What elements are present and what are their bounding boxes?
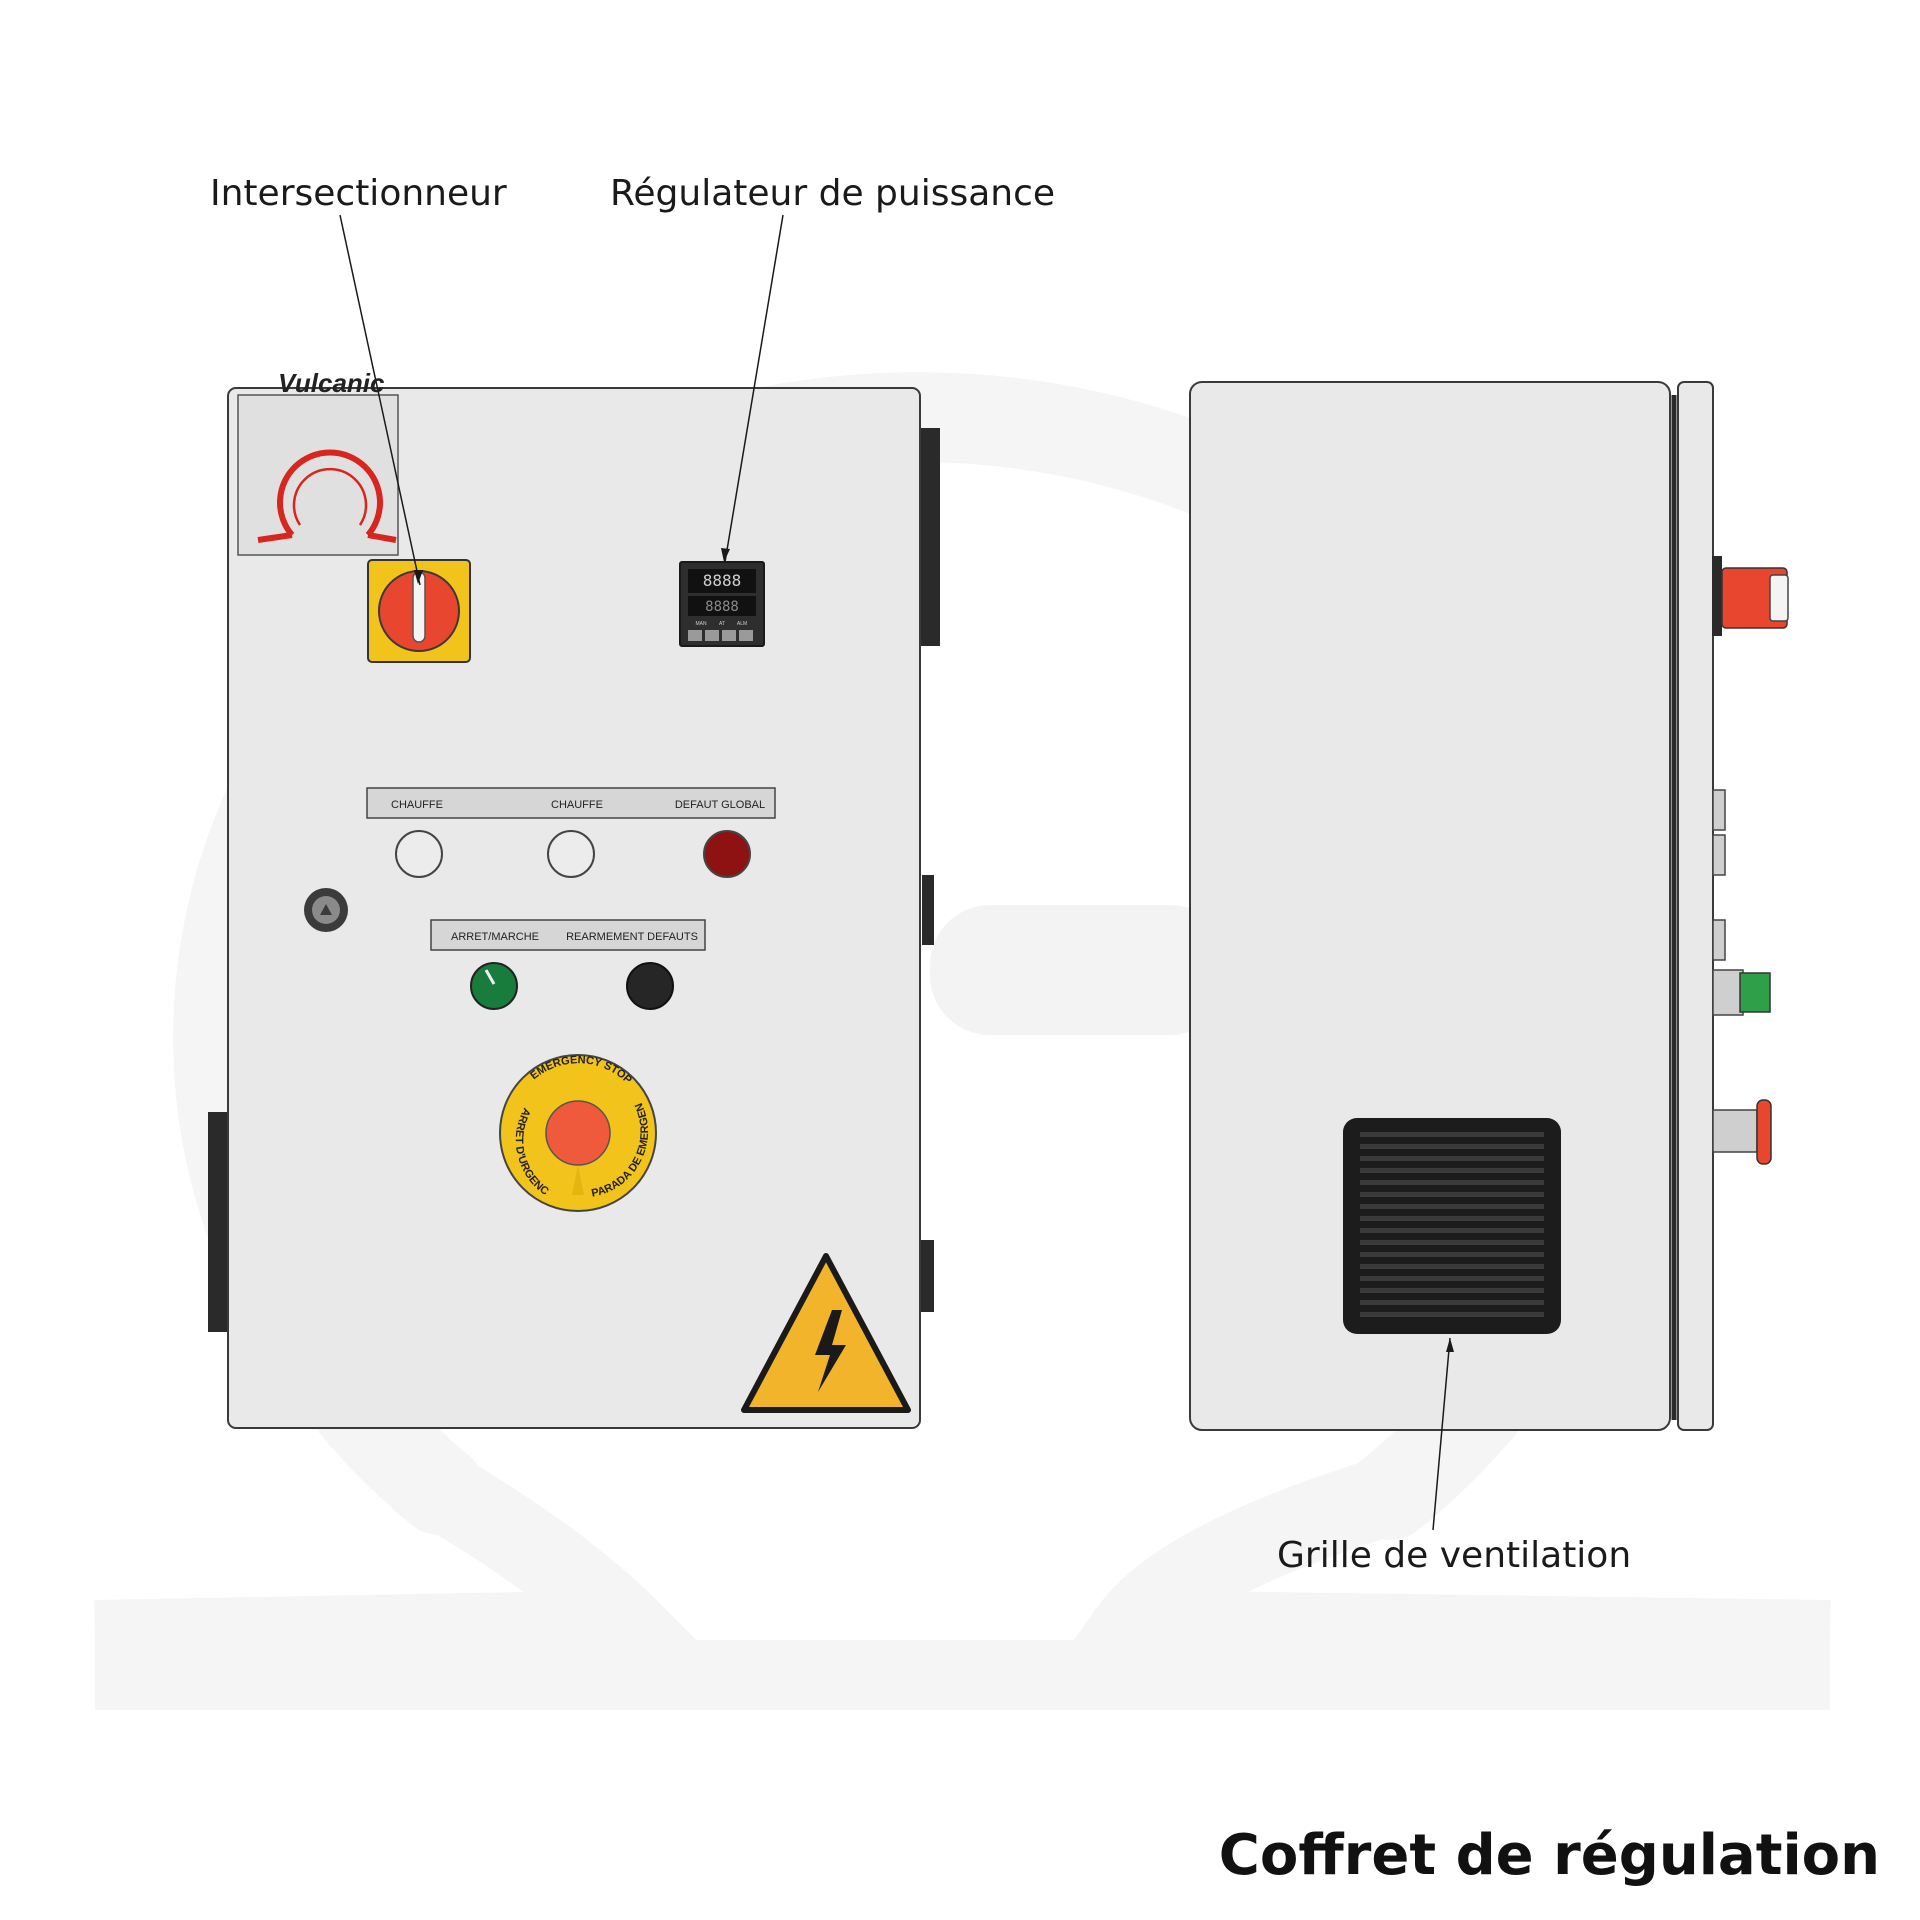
side-estop-button[interactable] xyxy=(1756,1099,1772,1165)
grille-slat xyxy=(1360,1132,1544,1137)
hinge-bottom xyxy=(920,1240,934,1312)
logo-text: Vulcanic xyxy=(278,368,385,398)
leader-lines xyxy=(339,214,1454,1531)
controller-key[interactable] xyxy=(739,630,753,641)
grille-slat xyxy=(1360,1264,1544,1269)
emergency-stop-button[interactable] xyxy=(545,1100,611,1166)
indicator-lamp-heat-2 xyxy=(547,830,595,878)
callout-vent-grille: Grille de ventilation xyxy=(1277,1535,1632,1576)
grille-slat xyxy=(1360,1300,1544,1305)
indicator-lamp-heat-1 xyxy=(395,830,443,878)
grille-slat xyxy=(1360,1252,1544,1257)
controller-display-bottom xyxy=(688,596,756,616)
leader-line-disconnector xyxy=(339,214,421,586)
disconnector-switch[interactable] xyxy=(367,559,471,663)
grille-slat xyxy=(1360,1156,1544,1161)
on-off-button[interactable] xyxy=(470,962,518,1010)
power-regulator[interactable] xyxy=(679,561,765,647)
controller-display-top-text: 8888 xyxy=(703,571,742,590)
left-small-button[interactable] xyxy=(304,888,348,932)
side-door-edge xyxy=(1677,381,1714,1431)
grille-slat xyxy=(1360,1228,1544,1233)
side-estop-base xyxy=(1712,1109,1758,1153)
indicator-label-heat-2: CHAUFFE xyxy=(551,799,603,811)
indicator-label-fault: DEFAUT GLOBAL xyxy=(675,799,765,811)
side-button-base xyxy=(1712,969,1744,1016)
grille-slat xyxy=(1360,1240,1544,1245)
grille-slat xyxy=(1360,1216,1544,1221)
side-disconnector-base xyxy=(1712,556,1722,636)
controller-key-label-at: AT xyxy=(719,621,725,627)
controller-key[interactable] xyxy=(688,630,702,641)
high-voltage-warning-icon xyxy=(741,1253,911,1413)
controller-key-label-alm: ALM xyxy=(737,621,747,627)
emergency-stop[interactable] xyxy=(499,1054,657,1212)
leader-line-grille xyxy=(1432,1337,1451,1531)
hinge-middle xyxy=(922,875,934,945)
controller-key-label-man: MAN xyxy=(695,621,707,627)
door-latch[interactable] xyxy=(208,1112,230,1332)
grille-slat xyxy=(1360,1192,1544,1197)
controller-key[interactable] xyxy=(722,630,736,641)
indicator-label-heat-1: CHAUFFE xyxy=(391,799,443,811)
page-title: Coffret de régulation xyxy=(1218,1823,1880,1888)
grille-slat xyxy=(1360,1288,1544,1293)
leader-line-regulator xyxy=(724,214,784,563)
callout-disconnector: Intersectionneur xyxy=(210,173,507,214)
fault-reset-button[interactable] xyxy=(626,962,674,1010)
controller-key[interactable] xyxy=(705,630,719,641)
ventilation-grille xyxy=(1343,1118,1561,1334)
grille-slat xyxy=(1360,1180,1544,1185)
controller-display-bottom-text: 8888 xyxy=(705,599,739,615)
side-indicator-lamp xyxy=(1712,919,1726,961)
grille-slat xyxy=(1360,1312,1544,1317)
button-label-on-off: ARRET/MARCHE xyxy=(451,931,539,943)
grille-slat xyxy=(1360,1168,1544,1173)
side-indicator-lamp xyxy=(1712,789,1726,831)
indicator-label-strip xyxy=(366,787,776,819)
grille-slat xyxy=(1360,1276,1544,1281)
button-label-reset: REARMEMENT DEFAUTS xyxy=(566,931,698,943)
side-green-button[interactable] xyxy=(1739,972,1771,1013)
front-enclosure xyxy=(208,387,940,1429)
controller-display-top xyxy=(688,569,756,593)
grille-slat xyxy=(1360,1204,1544,1209)
hinge-top xyxy=(920,428,940,646)
side-indicator-lamp xyxy=(1712,834,1726,876)
side-enclosure xyxy=(1189,381,1789,1431)
indicator-lamp-fault xyxy=(703,830,751,878)
button-label-strip xyxy=(430,919,706,951)
grille-slat xyxy=(1360,1144,1544,1149)
callout-power-regulator: Régulateur de puissance xyxy=(610,173,1056,214)
vulcanic-logo xyxy=(237,394,399,556)
